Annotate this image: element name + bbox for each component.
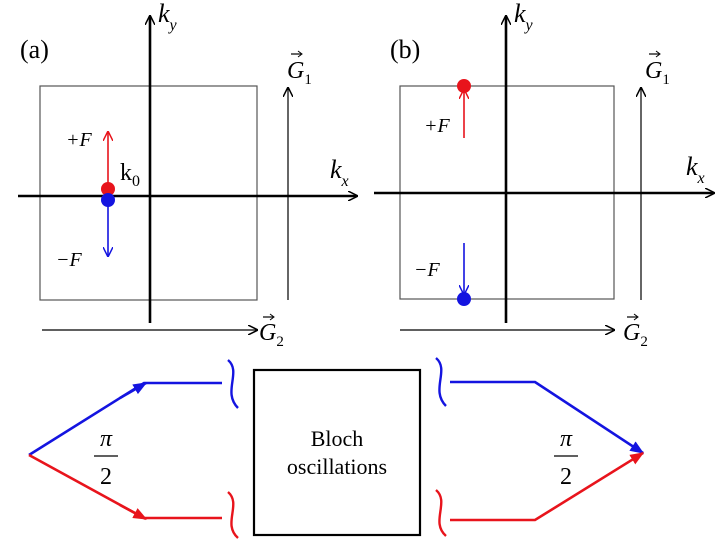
panel-b-label: (b) xyxy=(390,35,420,64)
panel-a-red-particle xyxy=(101,182,115,196)
right-blue-break-icon xyxy=(435,357,447,407)
left-red-break-icon xyxy=(227,491,239,539)
right-red-break-icon xyxy=(435,489,447,537)
panel-a-minus-f-label: −F xyxy=(56,249,82,271)
left-blue-break-icon xyxy=(227,359,239,409)
panel-b-blue-particle xyxy=(457,292,471,306)
panel-b-g1-label: G1 xyxy=(645,58,670,88)
panel-b-plus-f-label: +F xyxy=(424,115,450,137)
panel-a-g1-label: G1 xyxy=(287,58,312,88)
panel-a-ky-label: ky xyxy=(158,0,178,34)
panel-a-plus-f-label: +F xyxy=(66,129,92,151)
left-pulse-denominator: 2 xyxy=(100,464,112,490)
panel-b-minus-f-label: −F xyxy=(414,259,440,281)
panel-a-k0-label: k0 xyxy=(120,160,140,190)
panel-b-ky-label: ky xyxy=(514,0,534,34)
panel-a-g2-label: G2 xyxy=(259,320,284,350)
left-pulse-numerator: π xyxy=(100,426,113,452)
left-red-arrowhead-icon xyxy=(119,503,148,521)
panel-b-kx-label: kx xyxy=(686,152,705,187)
panel-a-brillouin-zone xyxy=(39,85,258,301)
panel-b: (b) ky kx G1 G2 +F −F xyxy=(374,0,714,350)
right-blue-path xyxy=(450,380,645,455)
interferometer: Bloch oscillations π 2 π 2 xyxy=(28,357,645,539)
right-red-path xyxy=(450,451,645,522)
right-pulse-numerator: π xyxy=(560,426,573,452)
panel-a-kx-label: kx xyxy=(330,155,349,190)
left-blue-arrowhead-icon xyxy=(119,381,148,400)
bloch-oscillations-box xyxy=(252,368,422,537)
panel-a-blue-particle xyxy=(101,193,115,207)
panel-a: (a) ky kx G1 G2 +F −F k0 xyxy=(18,0,357,350)
right-pulse-denominator: 2 xyxy=(560,464,572,490)
panel-b-g2-label: G2 xyxy=(623,320,648,350)
panel-b-red-particle xyxy=(457,79,471,93)
panel-a-label: (a) xyxy=(20,35,49,64)
box-text-line1: Bloch xyxy=(311,426,364,451)
box-text-line2: oscillations xyxy=(287,454,387,479)
